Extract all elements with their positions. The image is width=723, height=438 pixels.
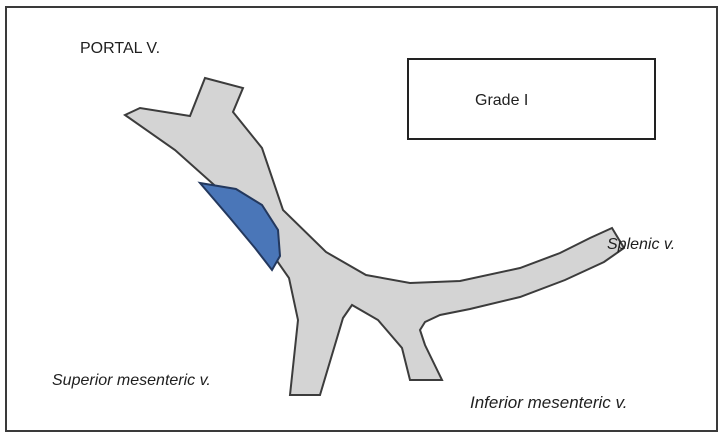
inferior-mesenteric-vein-label: Inferior mesenteric v.	[470, 393, 627, 413]
grade-label: Grade I	[475, 92, 528, 110]
splenic-vein-label: Splenic v.	[607, 236, 675, 254]
portal-vein-label: PORTAL V.	[80, 40, 160, 58]
superior-mesenteric-vein-label: Superior mesenteric v.	[52, 372, 211, 390]
grade-box: Grade I	[407, 58, 656, 140]
